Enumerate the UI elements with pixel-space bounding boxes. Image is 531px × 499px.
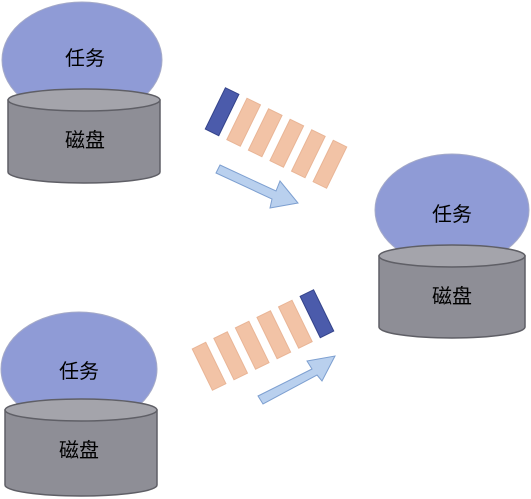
block — [226, 97, 262, 147]
block-highlighted — [204, 87, 240, 137]
disk-top — [378, 244, 526, 268]
disk-label: 磁盘 — [432, 284, 472, 308]
node-bottom-left: 任务 磁盘 — [0, 311, 158, 497]
arrow-bottom — [257, 355, 336, 405]
block-highlighted — [299, 289, 335, 339]
node-right: 任务 磁盘 — [374, 153, 530, 339]
block — [191, 341, 227, 391]
disk-top — [4, 398, 158, 422]
block — [312, 139, 348, 189]
task-label: 任务 — [59, 359, 99, 383]
block — [269, 118, 305, 168]
disk-cylinder — [4, 398, 158, 497]
task-label: 任务 — [432, 202, 472, 226]
block — [213, 331, 249, 381]
block — [277, 299, 313, 349]
block — [247, 108, 283, 158]
disk-label: 磁盘 — [59, 438, 99, 462]
disk-cylinder — [378, 244, 526, 339]
block — [234, 320, 270, 370]
block-queue-bottom — [191, 289, 335, 391]
arrow-top — [215, 164, 299, 209]
block — [290, 129, 326, 179]
block-queue-top — [204, 87, 348, 189]
disk-body — [378, 255, 526, 339]
node-top-left: 任务 磁盘 — [1, 1, 163, 184]
disk-body — [7, 99, 161, 184]
block — [256, 310, 292, 360]
disk-label: 磁盘 — [65, 128, 105, 152]
disk-cylinder — [7, 88, 161, 184]
task-label: 任务 — [65, 46, 105, 70]
disk-top — [7, 88, 161, 112]
disk-body — [4, 409, 158, 497]
